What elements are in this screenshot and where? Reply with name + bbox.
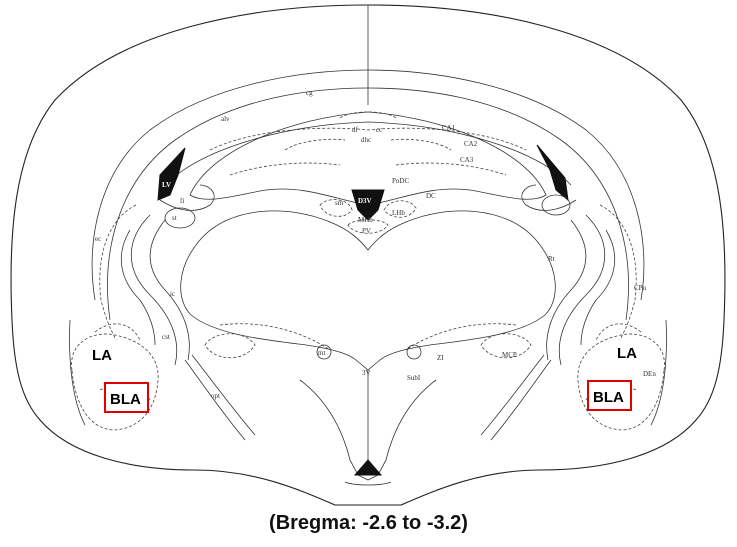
thalamus-outline bbox=[180, 210, 556, 371]
la-label-right: LA bbox=[617, 345, 637, 362]
label-ic: ic bbox=[170, 290, 175, 298]
cortex-boundary bbox=[91, 69, 645, 301]
label-mhb: MHb bbox=[358, 216, 373, 224]
label-opt: opt bbox=[211, 392, 220, 400]
label-lv: LV bbox=[162, 181, 171, 189]
hippocampus-dashed bbox=[209, 127, 527, 151]
mt-right bbox=[406, 344, 422, 360]
label-cpu: CPu bbox=[634, 284, 647, 292]
amygdala-right bbox=[577, 333, 665, 431]
bla-highlight-right bbox=[587, 380, 632, 411]
internal-capsule-right bbox=[558, 214, 605, 366]
label-ca3: CA3 bbox=[460, 156, 474, 164]
label-dc: DC bbox=[426, 192, 436, 200]
label-rt: Rt bbox=[548, 255, 555, 263]
optic-tract-right bbox=[490, 359, 552, 441]
dorsal-third-ventricle bbox=[351, 189, 385, 221]
label-st: st bbox=[172, 214, 177, 222]
label-ca2: CA2 bbox=[464, 140, 478, 148]
optic-tract-left bbox=[184, 359, 246, 441]
label-mt: mt bbox=[318, 349, 325, 357]
internal-capsule-left bbox=[131, 214, 178, 366]
label-cc: cc bbox=[376, 126, 382, 134]
label-fi: fi bbox=[180, 197, 184, 205]
label-sm: sm bbox=[335, 199, 344, 207]
corpus-callosum bbox=[164, 121, 572, 186]
cortex-inner-line bbox=[107, 87, 629, 321]
amygdala-left bbox=[71, 333, 159, 431]
brain-outline bbox=[10, 4, 726, 506]
label-d3v: D3V bbox=[358, 197, 372, 205]
bla-highlight-left bbox=[104, 382, 149, 413]
label-zi: ZI bbox=[437, 354, 444, 362]
mt-left bbox=[316, 344, 332, 360]
label-lhb: LHb bbox=[392, 209, 405, 217]
label-cg: cg bbox=[306, 89, 313, 97]
label-dhc: dhc bbox=[361, 136, 371, 144]
bla-label-left: BLA bbox=[110, 391, 141, 408]
label-den: DEn bbox=[643, 370, 656, 378]
lateral-ventricle-left bbox=[157, 147, 186, 201]
label-pv: PV bbox=[362, 227, 371, 235]
third-ventricle-bottom bbox=[353, 459, 383, 476]
label-ec: ec bbox=[95, 235, 101, 243]
label-subi: SubI bbox=[407, 374, 421, 382]
hypothalamus-outline bbox=[299, 379, 437, 481]
fimbria-left bbox=[159, 184, 215, 211]
label-3v: 3V bbox=[362, 369, 371, 377]
fimbria-right bbox=[521, 184, 577, 211]
label-cst: cst bbox=[162, 333, 170, 341]
label-alv: alv bbox=[221, 115, 230, 123]
label-ca1: CA1 bbox=[442, 124, 456, 132]
hippocampus-outer bbox=[189, 111, 547, 206]
la-label-left: LA bbox=[92, 347, 112, 364]
bregma-caption: (Bregma: -2.6 to -3.2) bbox=[269, 512, 468, 534]
label-df: df bbox=[352, 126, 359, 134]
bla-label-right: BLA bbox=[593, 389, 624, 406]
label-podc: PoDC bbox=[392, 177, 409, 185]
label-mcp: MCP bbox=[502, 351, 517, 359]
lateral-ventricle-right bbox=[536, 144, 569, 202]
